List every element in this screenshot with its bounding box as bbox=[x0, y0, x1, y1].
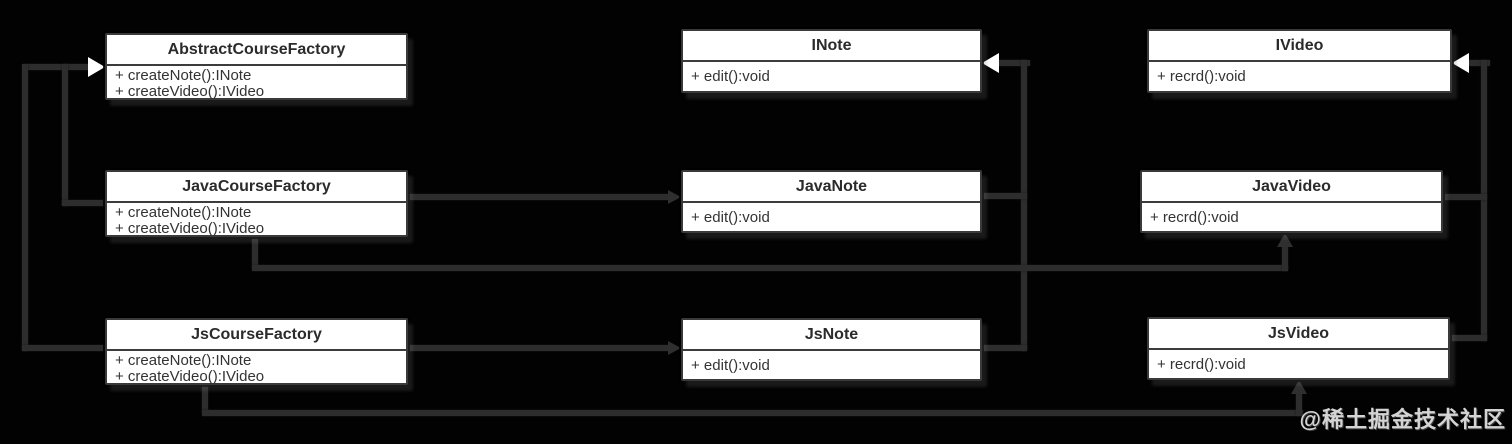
realization-arrow-icon bbox=[982, 53, 999, 73]
dependency-arrow-icon bbox=[668, 190, 681, 204]
class-title: JavaCourseFactory bbox=[182, 178, 331, 195]
class-method: + edit():void bbox=[691, 209, 770, 226]
class-member-list: + createNote():INote + createVideo():IVi… bbox=[107, 349, 406, 385]
edge-videos-to-ivideo bbox=[1481, 60, 1487, 341]
edge-javafactory-to-javavideo bbox=[252, 265, 1288, 271]
class-title: JsCourseFactory bbox=[191, 326, 322, 343]
edge-jsfactory-to-jsvideo bbox=[202, 384, 208, 413]
edge-jsvideo-to-ivideo bbox=[1450, 335, 1487, 341]
edge-jsfactory-to-jsnote bbox=[408, 345, 668, 351]
class-java-course-factory: JavaCourseFactory + createNote():INote +… bbox=[105, 170, 408, 237]
edge-factories-to-abstractfactory bbox=[25, 64, 90, 70]
class-member-list: + createNote():INote + createVideo():IVi… bbox=[107, 64, 406, 100]
edge-javafactory-to-javavideo bbox=[252, 236, 258, 268]
class-method: + createVideo():IVideo bbox=[115, 368, 265, 385]
edge-notes-to-inote bbox=[997, 60, 1030, 66]
class-member-list: + edit():void bbox=[683, 60, 980, 86]
class-title: JavaVideo bbox=[1252, 178, 1331, 195]
dependency-arrow-icon bbox=[1277, 233, 1293, 247]
class-title: IVideo bbox=[1275, 37, 1324, 54]
class-method: + recrd():void bbox=[1157, 68, 1246, 85]
class-method: + edit():void bbox=[691, 68, 770, 85]
edge-javafactory-to-abstractfactory bbox=[62, 64, 68, 206]
dependency-arrow-icon bbox=[668, 341, 681, 355]
class-js-video: JsVideo + recrd():void bbox=[1147, 317, 1450, 380]
class-member-list: + edit():void bbox=[683, 349, 980, 375]
juejin-watermark: @稀土掘金技术社区 bbox=[1299, 407, 1506, 432]
dependency-arrow-icon bbox=[1291, 380, 1307, 394]
edge-jsfactory-to-abstractfactory bbox=[22, 345, 105, 351]
edge-notes-to-inote bbox=[1021, 60, 1027, 351]
edge-javafactory-to-abstractfactory bbox=[62, 200, 105, 206]
realization-arrow-icon bbox=[1452, 53, 1469, 73]
edge-jsfactory-to-jsvideo bbox=[1296, 392, 1302, 416]
class-inote: INote + edit():void bbox=[681, 29, 982, 93]
class-member-list: + recrd():void bbox=[1149, 60, 1450, 86]
class-method: + recrd():void bbox=[1150, 209, 1239, 226]
edge-javafactory-to-javavideo bbox=[1282, 246, 1288, 271]
edge-javavideo-to-ivideo bbox=[1443, 194, 1487, 200]
class-method: + createNote():INote bbox=[115, 67, 252, 84]
class-method: + recrd():void bbox=[1157, 356, 1246, 373]
class-js-note: JsNote + edit():void bbox=[681, 318, 982, 381]
class-title: AbstractCourseFactory bbox=[167, 41, 346, 58]
generalization-arrow-icon bbox=[88, 57, 105, 77]
edge-javanote-to-inote bbox=[982, 193, 1027, 199]
class-abstract-course-factory: AbstractCourseFactory + createNote():INo… bbox=[105, 33, 408, 100]
class-member-list: + edit():void bbox=[683, 201, 980, 227]
class-title: JavaNote bbox=[795, 178, 868, 195]
class-member-list: + recrd():void bbox=[1142, 201, 1441, 227]
class-method: + edit():void bbox=[691, 357, 770, 374]
class-ivideo: IVideo + recrd():void bbox=[1147, 29, 1452, 93]
class-title: JsVideo bbox=[1267, 325, 1330, 342]
edge-jsnote-to-inote bbox=[982, 345, 1027, 351]
class-method: + createNote():INote bbox=[115, 204, 252, 221]
class-method: + createVideo():IVideo bbox=[115, 83, 265, 100]
class-java-note: JavaNote + edit():void bbox=[681, 170, 982, 233]
class-method: + createNote():INote bbox=[115, 352, 252, 369]
edge-jsfactory-to-jsvideo bbox=[202, 410, 1303, 416]
class-title: JsNote bbox=[804, 326, 859, 343]
class-member-list: + createNote():INote + createVideo():IVi… bbox=[107, 201, 406, 237]
class-member-list: + recrd():void bbox=[1149, 348, 1448, 374]
edge-javafactory-to-javanote bbox=[408, 194, 668, 200]
class-java-video: JavaVideo + recrd():void bbox=[1140, 170, 1443, 233]
class-title: INote bbox=[811, 37, 852, 54]
class-js-course-factory: JsCourseFactory + createNote():INote + c… bbox=[105, 318, 408, 385]
edge-videos-to-ivideo bbox=[1467, 60, 1490, 66]
edge-jsfactory-to-abstractfactory bbox=[22, 64, 28, 351]
class-method: + createVideo():IVideo bbox=[115, 220, 265, 237]
